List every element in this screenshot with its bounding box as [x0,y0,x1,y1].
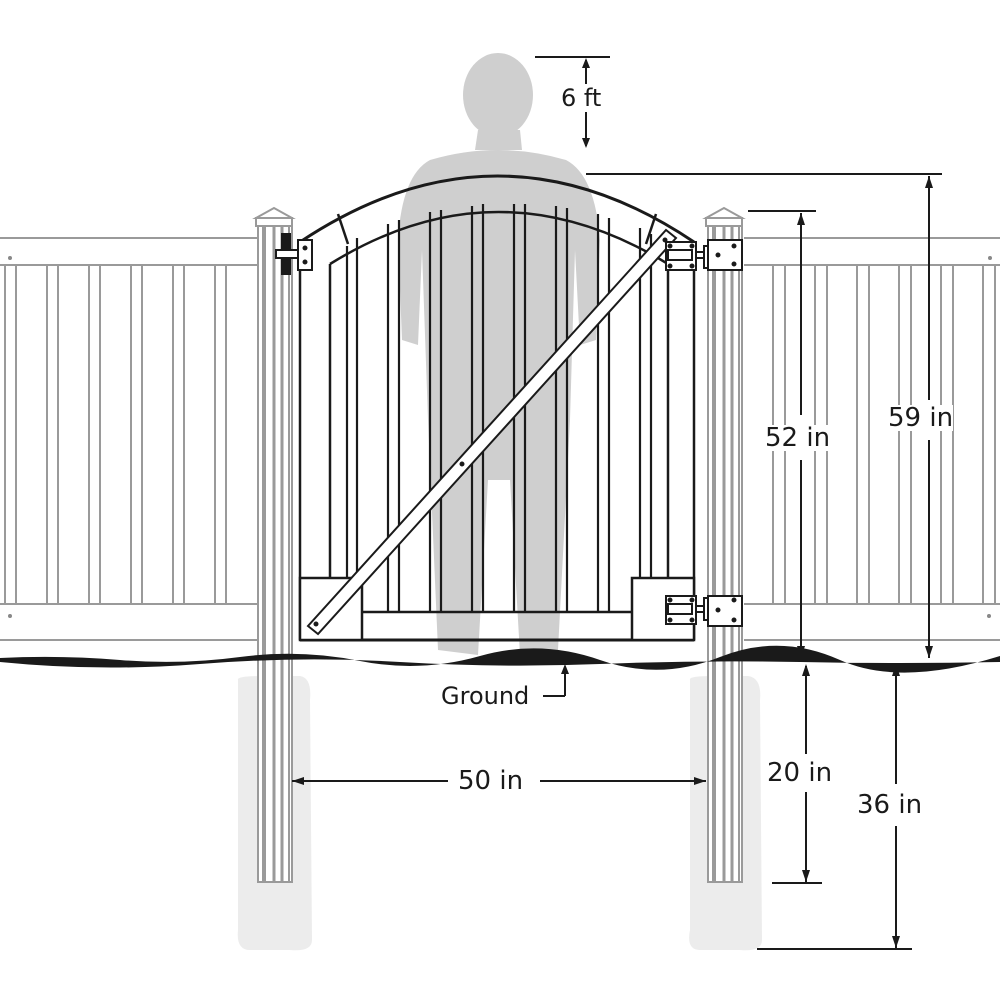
post-spacing-label: 50 in [458,766,524,796]
ground-label: Ground [441,682,530,710]
person-silhouette [398,53,600,655]
lower-hinge [665,595,743,627]
concrete-footings [237,676,762,951]
gate-height-label: 59 in [888,403,954,433]
upper-hinge [665,239,743,271]
ground-line [0,645,1000,673]
right-fence-panel [744,237,1000,641]
latch [275,233,313,275]
person-height-label: 6 ft [561,84,602,112]
diagonal-brace [306,228,678,636]
right-post [702,206,746,883]
left-fence-panel [0,237,258,641]
left-post [252,206,296,883]
post-height-label: 52 in [765,423,831,453]
hole-depth-label: 36 in [857,790,923,820]
post-depth-label: 20 in [767,758,833,788]
dimension-lines [292,56,942,950]
